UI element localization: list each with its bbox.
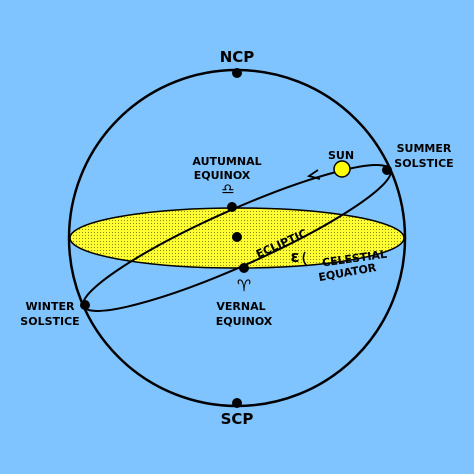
aries-symbol: ♈: [237, 276, 251, 295]
autumnal-equinox-label-line1: AUTUMNAL: [192, 155, 261, 168]
vernal-equinox-label-line2: EQUINOX: [216, 315, 273, 328]
winter-solstice-label-line1: WINTER: [26, 300, 75, 313]
summer-solstice-label-line2: SOLSTICE: [394, 157, 453, 170]
center-point: [232, 232, 242, 242]
direction-arrow-icon: [306, 169, 321, 180]
autumnal-equinox-label-line2: EQUINOX: [194, 169, 251, 182]
winter-solstice-label-line2: SOLSTICE: [20, 315, 79, 328]
summer-solstice-label-line1: SUMMER: [397, 142, 452, 155]
vernal-equinox-point: [239, 263, 249, 273]
epsilon-label: ε: [291, 247, 300, 266]
ncp-point: [232, 68, 242, 78]
vernal-equinox-label-line1: VERNAL: [216, 300, 265, 313]
autumnal-equinox-point: [227, 202, 237, 212]
sun-icon: [333, 160, 351, 178]
winter-solstice-point: [80, 300, 90, 310]
sun-label: SUN: [328, 149, 354, 162]
libra-symbol: ♎: [221, 180, 234, 198]
obliquity-arc: [302, 251, 308, 267]
scp-label: SCP: [221, 410, 254, 428]
scp-point: [232, 398, 242, 408]
ncp-label: NCP: [220, 48, 255, 66]
summer-solstice-point: [382, 165, 392, 175]
